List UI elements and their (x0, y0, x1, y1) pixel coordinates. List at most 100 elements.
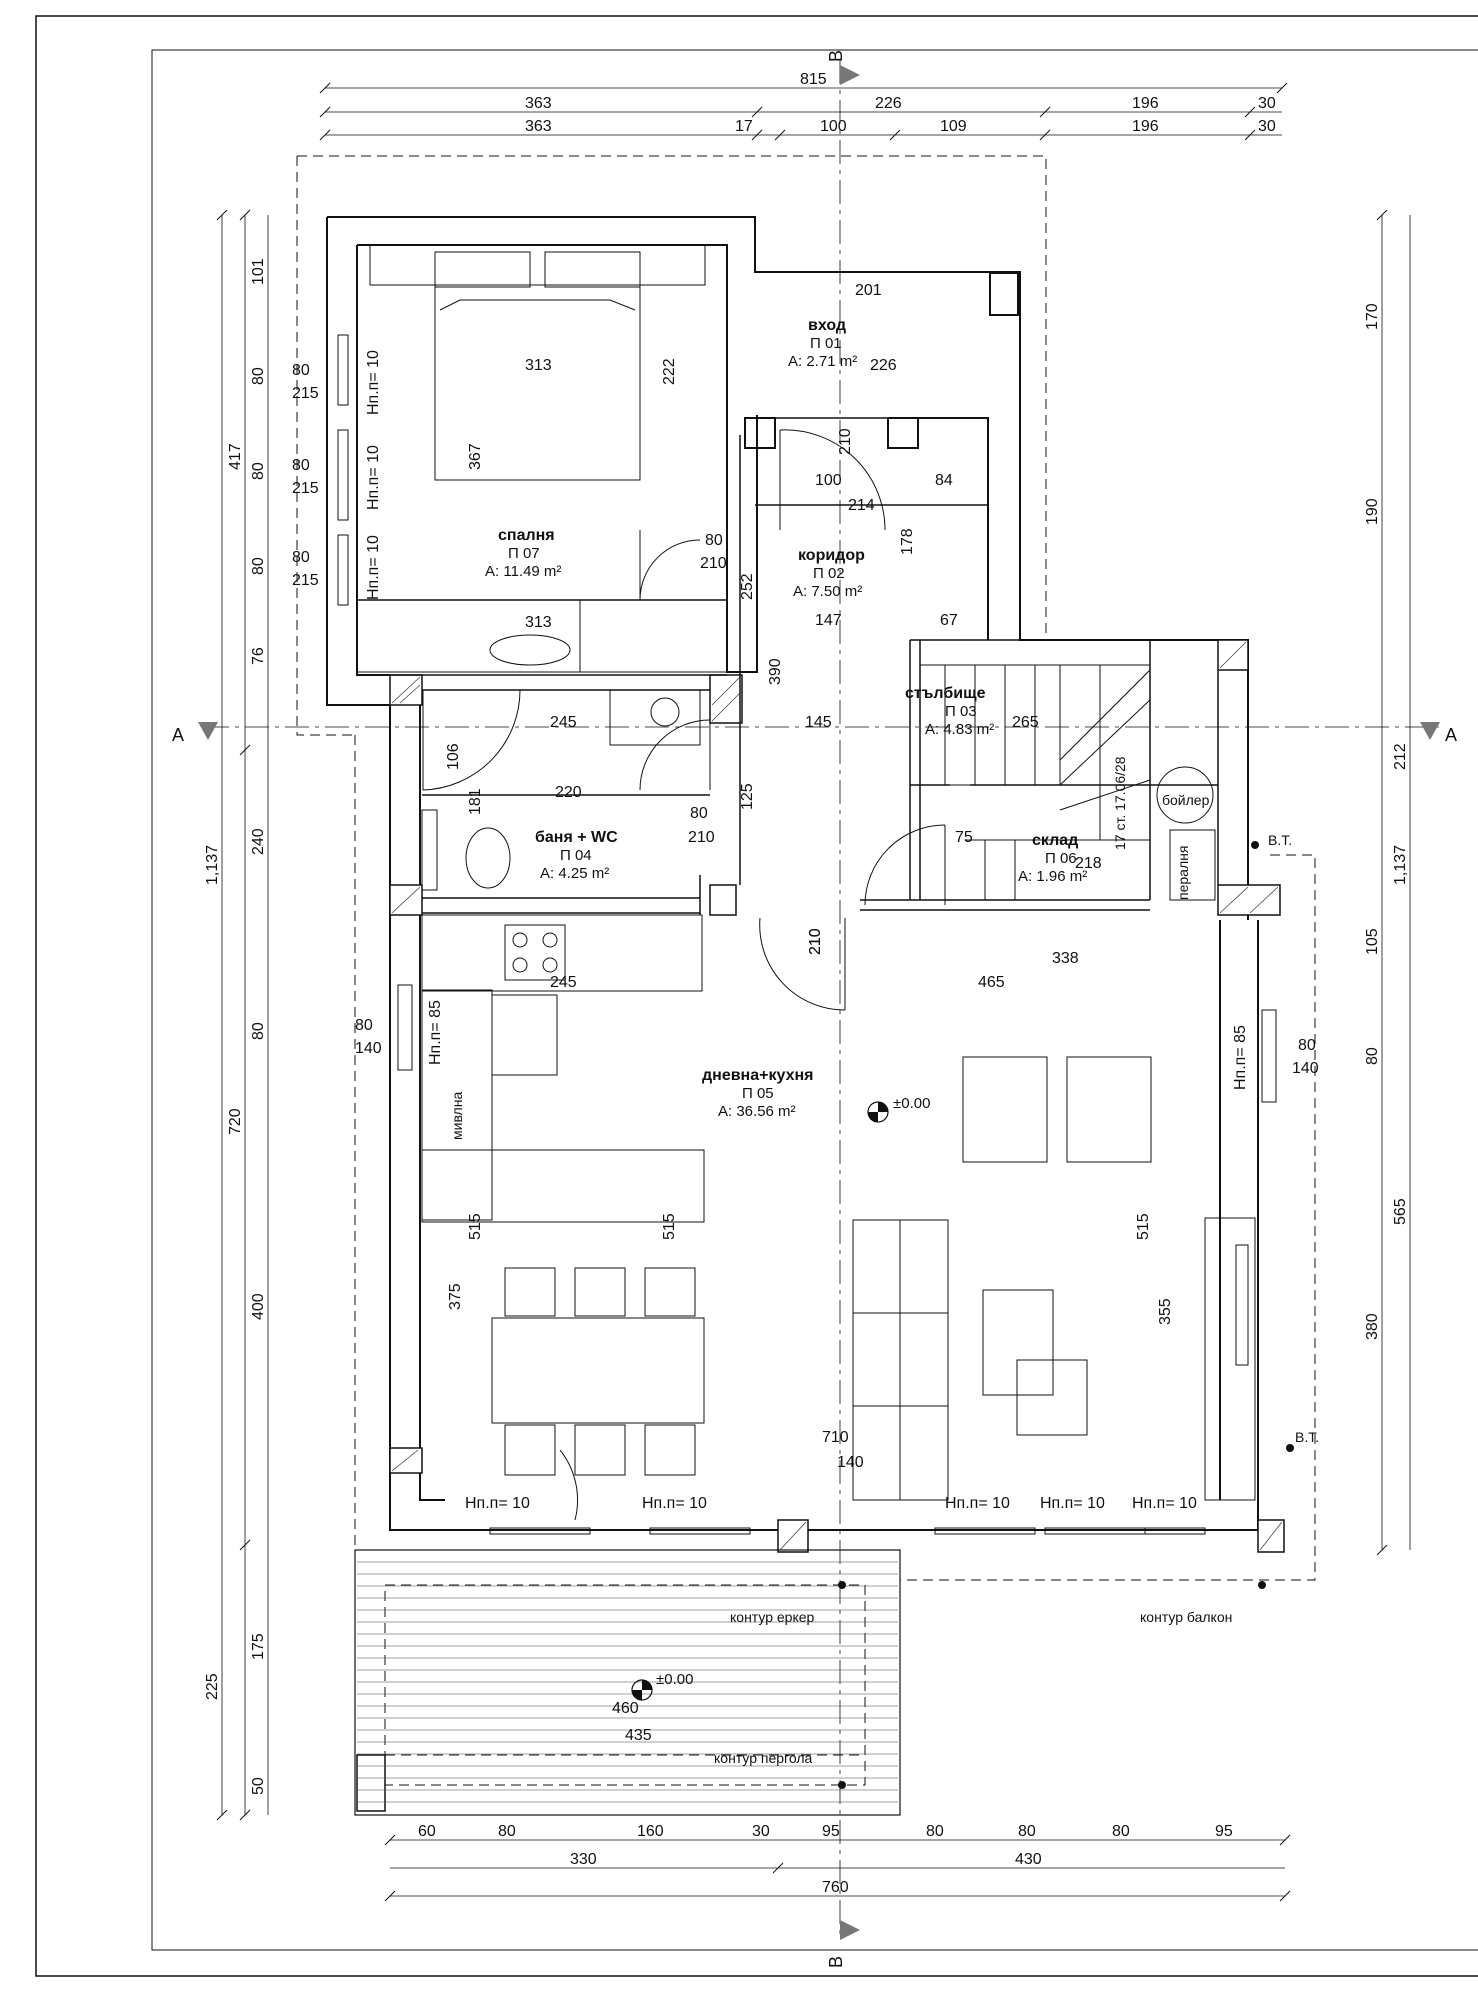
note-sink: мивлна (449, 1092, 465, 1140)
dim-left-inner-8: 175 (250, 1633, 267, 1660)
opening-height-5: 140 (1292, 1060, 1319, 1077)
dim-top-row2-0: 363 (525, 118, 552, 135)
window-label-8: Нп.п= 10 (945, 1495, 1010, 1512)
dining-table (491, 1267, 705, 1476)
drawing-frame (151, 49, 1478, 1951)
window-label-2: Нп.п= 10 (365, 445, 382, 510)
svg-text:А: 1.96 m²: А: 1.96 m² (1018, 868, 1087, 885)
dim-right-mid-0: 170 (1364, 303, 1381, 330)
note-pergola-contour: контур пергола (714, 1750, 812, 1766)
opening-width-1: 80 (292, 362, 310, 379)
svg-text:А: 36.56 m²: А: 36.56 m² (718, 1103, 796, 1120)
svg-text:П 04: П 04 (560, 847, 592, 864)
dim-int-28: 460 (612, 1700, 639, 1717)
level-mark-living: ±0.00 (867, 1095, 930, 1123)
room-label-storage: склад П 06 А: 1.96 m² (1018, 832, 1087, 885)
dim-int-13: 147 (815, 612, 842, 629)
dim-bottom-row1-0: 60 (418, 1823, 436, 1840)
dim-top-row1-1: 226 (875, 95, 902, 112)
window-label-4: Нп.п= 85 (427, 1000, 444, 1065)
dim-top-row1-0: 363 (525, 95, 552, 112)
svg-text:П 06: П 06 (1045, 850, 1077, 867)
dim-int-3: 226 (870, 357, 897, 374)
dim-right-mid-2: 212 (1392, 743, 1409, 770)
note-boiler: бойлер (1162, 792, 1210, 808)
dim-top-row2-2: 100 (820, 118, 847, 135)
sheet-border (35, 15, 1478, 1977)
dim-int-7: 252 (739, 573, 756, 600)
exterior-walls (326, 216, 1280, 1531)
dim-left-inner-6: 80 (250, 1022, 267, 1040)
section-label-a-left: A (172, 725, 184, 745)
dim-top-total: 815 (800, 71, 827, 88)
dim-right-mid-1: 190 (1364, 498, 1381, 525)
dim-bottom-row2-0: 330 (570, 1851, 597, 1868)
room-label-bedroom: спалня П 07 А: 11.49 m² (485, 527, 561, 580)
dim-int-19: 245 (550, 974, 577, 991)
svg-text:стълбище: стълбище (905, 685, 986, 702)
dim-int-34: 75 (955, 829, 973, 846)
dim-left-inner-4: 76 (250, 647, 267, 665)
section-label-a-right: A (1445, 725, 1457, 745)
window-label-1: Нп.п= 10 (365, 350, 382, 415)
sofas (852, 1056, 1256, 1501)
leader-dots (838, 841, 1294, 1789)
dim-bottom-row2-1: 430 (1015, 1851, 1042, 1868)
door-width-bedroom: 80 (705, 532, 723, 549)
column-hatch (391, 641, 1283, 1551)
window-label-10: Нп.п= 10 (1132, 1495, 1197, 1512)
dim-int-10: 145 (805, 714, 832, 731)
dim-left-inner-3: 80 (250, 557, 267, 575)
dim-int-18: 465 (978, 974, 1005, 991)
bath-fixtures (421, 689, 701, 891)
dim-bottom-row1-2: 160 (637, 1823, 664, 1840)
dim-int-9: 220 (555, 784, 582, 801)
dim-int-16: 84 (935, 472, 953, 489)
note-stair-steps: 17 ст. 17.06/28 (1112, 756, 1128, 850)
svg-text:А: 4.25 m²: А: 4.25 m² (540, 865, 609, 882)
svg-text:П 07: П 07 (508, 545, 540, 562)
dim-right-mid-6: 380 (1364, 1313, 1381, 1340)
svg-text:спалня: спалня (498, 527, 555, 544)
dim-left-outer: 1,137 (204, 845, 221, 885)
dim-int-29: 218 (1075, 855, 1102, 872)
dim-top-row2-5: 30 (1258, 118, 1276, 135)
room-label-bath: баня + WC П 04 А: 4.25 m² (535, 829, 618, 882)
dim-int-0: 313 (525, 357, 552, 374)
dim-left-inner-0: 101 (250, 258, 267, 285)
axis-lines (205, 60, 1440, 1935)
door-height-living: 210 (807, 928, 824, 955)
note-vt-1: В.Т. (1268, 832, 1292, 848)
svg-text:дневна+кухня: дневна+кухня (702, 1067, 813, 1084)
dim-int-2: 201 (855, 282, 882, 299)
dim-int-35: 210 (807, 928, 824, 955)
svg-text:коридор: коридор (798, 547, 865, 564)
svg-text:±0.00: ±0.00 (656, 1671, 693, 1688)
dim-int-20: 710 (822, 1429, 849, 1446)
svg-text:склад: склад (1032, 832, 1078, 849)
dim-left-inner-9: 50 (250, 1777, 267, 1795)
dim-top-row1-3: 30 (1258, 95, 1276, 112)
section-label-b-bottom: B (826, 1956, 846, 1968)
door-height-bath: 210 (688, 829, 715, 846)
dim-int-17: 338 (1052, 950, 1079, 967)
dim-bottom-row1-8: 95 (1215, 1823, 1233, 1840)
svg-text:П 02: П 02 (813, 565, 845, 582)
opening-width-4: 80 (355, 1017, 373, 1034)
section-label-b-top: B (826, 50, 846, 62)
dim-top-row2-4: 196 (1132, 118, 1159, 135)
svg-text:вход: вход (808, 317, 846, 334)
dim-int-25: 375 (447, 1283, 464, 1310)
window-label-9: Нп.п= 10 (1040, 1495, 1105, 1512)
dim-top-row2-3: 109 (940, 118, 967, 135)
dim-int-1: 313 (525, 614, 552, 631)
note-washer: пералня (1175, 846, 1191, 900)
svg-text:П 03: П 03 (945, 703, 977, 720)
bed (356, 244, 728, 673)
opening-height-1: 215 (292, 385, 319, 402)
windows (337, 334, 1277, 1535)
door-height-entry: 210 (837, 428, 854, 455)
dim-int-12: 214 (848, 497, 875, 514)
window-label-6: Нп.п= 10 (465, 1495, 530, 1512)
room-label-entry: вход П 01 А: 2.71 m² (788, 317, 857, 370)
